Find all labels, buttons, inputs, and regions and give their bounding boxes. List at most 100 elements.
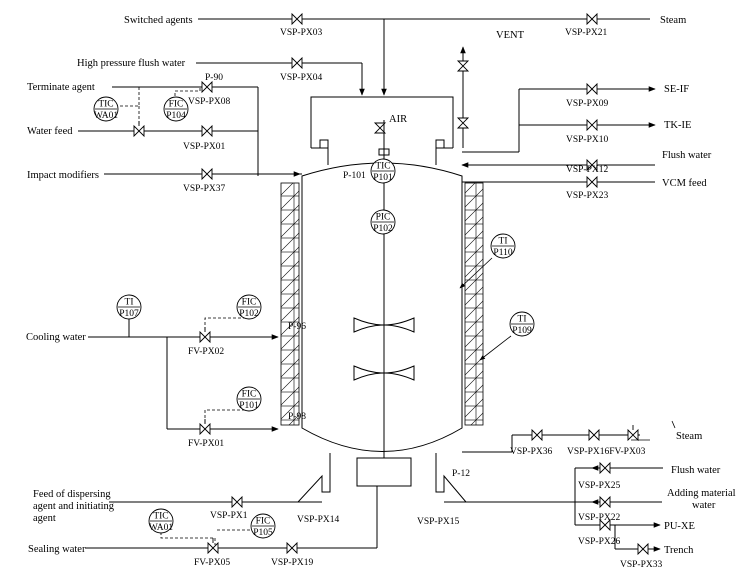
tag-vsp-px09: VSP-PX09: [566, 99, 608, 109]
pipe-p90: P-90: [205, 73, 223, 83]
instrument-function: TIC: [98, 100, 113, 110]
valve-symbol-0: [291, 12, 303, 26]
tag-fv-px05: FV-PX05: [194, 558, 230, 568]
stream-feed-dispersing-3: agent: [33, 513, 56, 524]
stream-air: AIR: [389, 114, 407, 125]
tag-fv-px02: FV-PX02: [188, 347, 224, 357]
flow-arrows: [112, 46, 656, 177]
valve-symbol-6: [201, 167, 213, 181]
instrument-id: WA01: [149, 523, 174, 533]
stream-sealing-water: Sealing water: [28, 544, 86, 555]
valve-symbol-12: [199, 422, 211, 436]
stream-hp-flush-water: High pressure flush water: [77, 58, 186, 69]
valve-symbol-19: [637, 542, 649, 556]
instrument-id: P105: [253, 528, 273, 538]
valve-symbol-3: [201, 80, 213, 94]
stream-se-if: SE-IF: [664, 84, 689, 95]
instrument-function: FIC: [242, 390, 257, 400]
instrument-id: P107: [119, 309, 139, 319]
valve-symbol-22: [286, 541, 298, 555]
tag-vsp-px10: VSP-PX10: [566, 135, 608, 145]
tag-vsp-px23: VSP-PX23: [566, 191, 608, 201]
instrument-function: TI: [499, 237, 508, 247]
indicator-leaders: [459, 257, 676, 441]
valve-symbol-8: [586, 118, 598, 132]
tag-vsp-px22: VSP-PX22: [578, 513, 620, 523]
tag-vsp-px16-fv-px03: VSP-PX16FV-PX03: [567, 447, 646, 457]
valve-symbol-16: [599, 461, 611, 475]
valve-symbol-13: [531, 428, 543, 442]
valve-symbols: [133, 12, 649, 556]
instrument-id: P109: [512, 326, 532, 336]
instrument-id: P102: [373, 224, 393, 234]
tag-fv-px01: FV-PX01: [188, 439, 224, 449]
pipe-p98: P-98: [288, 412, 306, 422]
stream-cooling-water: Cooling water: [26, 332, 86, 343]
stream-impact-modifiers: Impact modifiers: [27, 170, 99, 181]
valve-symbol-20: [231, 495, 243, 509]
pipe-p96: P-96: [288, 322, 306, 332]
stream-vent: VENT: [496, 30, 525, 41]
valve-symbol-23: [456, 60, 470, 72]
stream-adding-material-1: Adding material: [667, 488, 736, 499]
tag-vsp-px12: VSP-PX12: [566, 165, 608, 175]
instrument-function: TIC: [375, 162, 390, 172]
right-bottom-piping: [85, 434, 663, 552]
instrument-id: P101: [373, 173, 393, 183]
tag-vsp-px1: VSP-PX1: [210, 511, 248, 521]
tag-vsp-px37: VSP-PX37: [183, 184, 225, 194]
tag-vsp-px08: VSP-PX08: [188, 97, 230, 107]
tag-vsp-px19: VSP-PX19: [271, 558, 313, 568]
valve-symbol-24: [456, 117, 470, 129]
valve-symbol-1: [586, 12, 598, 26]
valve-symbol-4: [201, 124, 213, 138]
instrument-function: PIC: [376, 213, 391, 223]
stream-tk-ie: TK-IE: [664, 120, 691, 131]
valve-symbol-18: [599, 518, 611, 532]
stream-water-feed: Water feed: [27, 126, 73, 137]
stream-feed-dispersing-1: Feed of dispersing: [33, 489, 111, 500]
instrument-function: TI: [125, 298, 134, 308]
instrument-id: P110: [493, 248, 512, 258]
stream-steam-top: Steam: [660, 15, 686, 26]
tag-vsp-px04: VSP-PX04: [280, 73, 322, 83]
cooling-water-piping: [88, 318, 279, 432]
jacket-coil-left: [280, 182, 300, 426]
valve-symbol-11: [199, 330, 211, 344]
valve-symbol-21: [207, 541, 219, 555]
instrument-function: TI: [518, 315, 527, 325]
tag-vsp-px21: VSP-PX21: [565, 28, 607, 38]
instrument-id: WA01: [94, 111, 119, 121]
valve-symbol-9: [586, 158, 598, 172]
reactor-top-manifold: [310, 96, 454, 165]
instrument-function: FIC: [169, 100, 184, 110]
tag-vsp-px26: VSP-PX26: [578, 537, 620, 547]
pipe-p12: P-12: [452, 469, 470, 479]
stream-switched-agents: Switched agents: [124, 15, 193, 26]
stream-terminate-agent: Terminate agent: [27, 82, 95, 93]
valve-symbol-15: [627, 428, 639, 442]
pipe-p101: P-101: [343, 171, 366, 181]
stream-adding-material-2: water: [692, 500, 716, 511]
stream-trench: Trench: [664, 545, 694, 556]
valve-symbol-5: [133, 124, 145, 138]
instrument-id: P101: [239, 401, 259, 411]
tag-vsp-px25: VSP-PX25: [578, 481, 620, 491]
tag-vsp-px36: VSP-PX36: [510, 447, 552, 457]
stream-flush-water-right: Flush water: [662, 150, 712, 161]
jacket-coil-right: [464, 182, 484, 426]
stream-flush-water-bottom: Flush water: [671, 465, 721, 476]
stream-vcm-feed: VCM feed: [662, 178, 707, 189]
instrument-function: FIC: [256, 517, 271, 527]
instrument-id: P104: [166, 111, 186, 121]
